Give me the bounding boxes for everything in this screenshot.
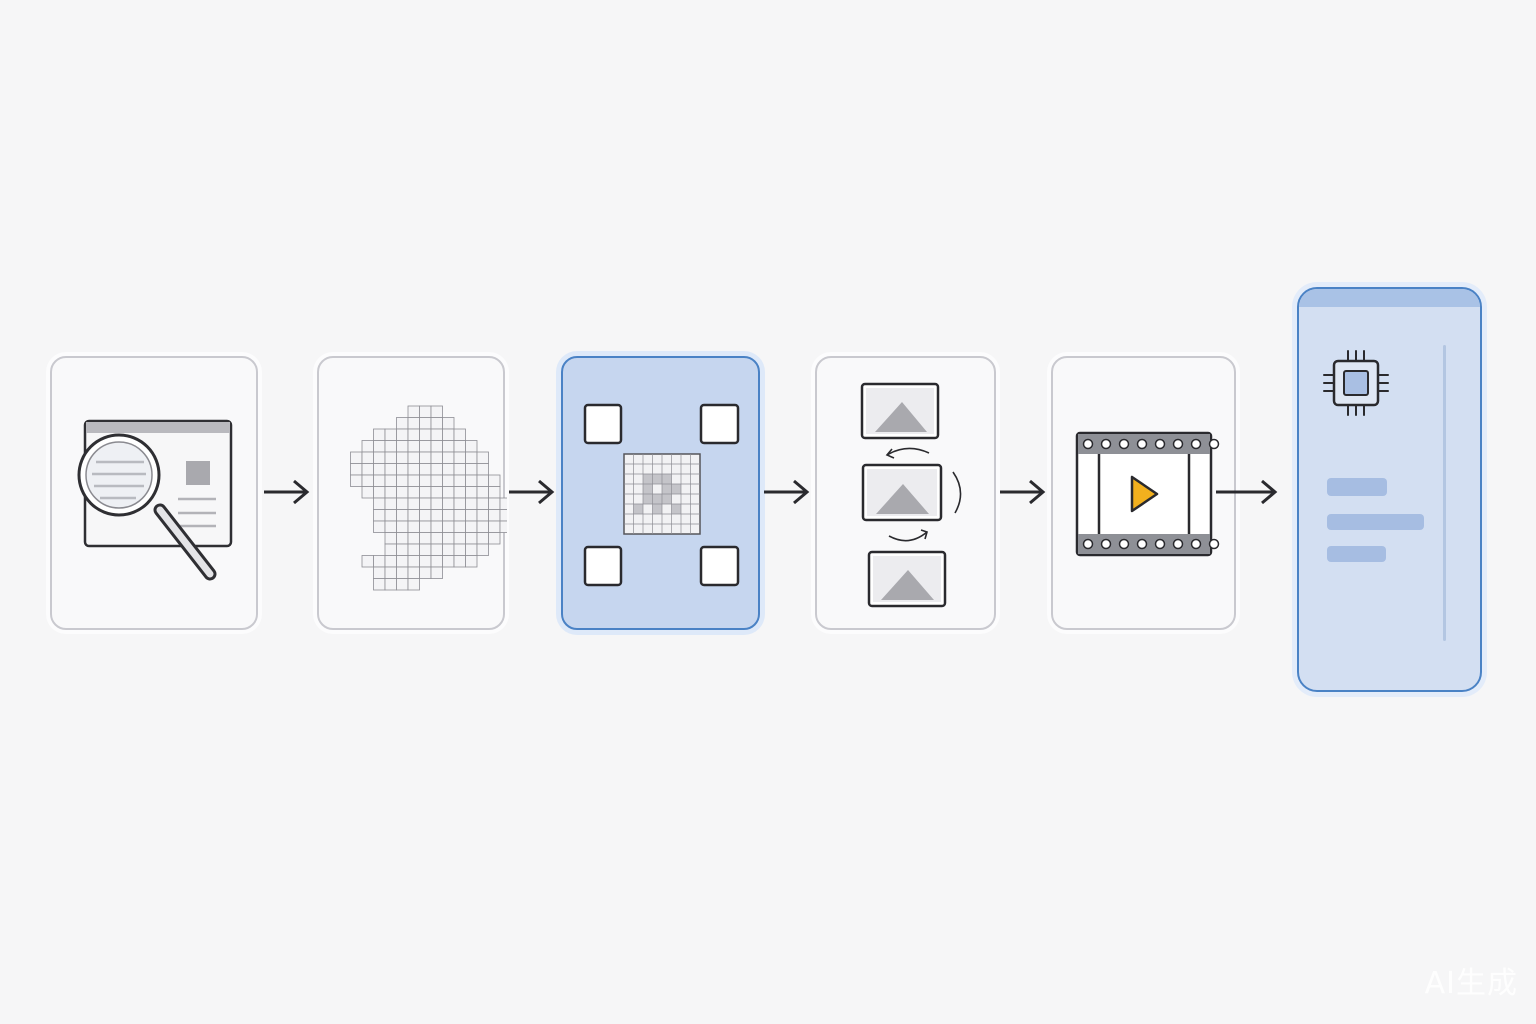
panel-divider [1443,345,1446,641]
step-video-render [1051,356,1236,630]
arrow-right-icon [509,479,555,505]
arrow-right-icon [764,479,810,505]
panel-header [1299,289,1480,307]
arrow-right-icon [1000,479,1046,505]
step-search-web-content [50,356,258,630]
arrow-right-icon [1216,479,1278,505]
watermark: AI生成 [1424,966,1518,1001]
step-pixel-grid [317,356,507,630]
placeholder-bar [1327,546,1386,562]
rotating-image-frames-icon [860,382,962,608]
step-processor-output [1297,287,1482,692]
pixel-grid-blob-icon [350,405,507,591]
placeholder-bar [1327,514,1424,530]
step-selection-extract [561,356,760,630]
selection-handles-grid-icon [583,403,740,587]
placeholder-bar [1327,478,1387,496]
film-strip-play-icon [1075,431,1220,557]
magnifier-over-web-page-icon [77,419,233,581]
step-image-sequence [815,356,996,630]
arrow-right-icon [264,479,310,505]
